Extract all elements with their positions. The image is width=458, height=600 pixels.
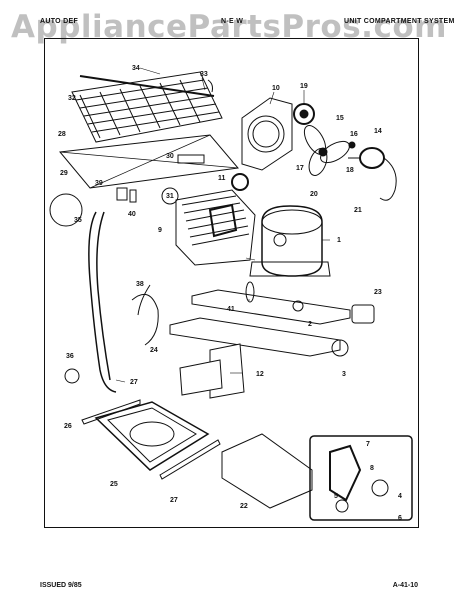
mounting-plate [59,134,239,189]
label-29: 29 [60,170,68,177]
compressor-base-rails [169,289,351,399]
label-27: 27 [130,379,138,386]
wire-harness [131,293,159,346]
part-23 [351,304,375,324]
drain-pan [81,399,221,480]
detail-circle-35 [49,193,83,227]
label-12: 12 [256,371,264,378]
label-22: 22 [240,503,248,510]
grommet-2 [292,300,304,312]
label-11: 11 [218,175,226,182]
label-33: 33 [200,71,208,78]
label-35: 35 [74,217,82,224]
header-model: N-E W [221,18,244,25]
label-38: 38 [136,281,144,288]
label-17: 17 [296,165,304,172]
label-32: 32 [68,95,76,102]
part-3 [331,339,349,357]
label-15: 15 [336,115,344,122]
header-section-title: UNIT COMPARTMENT SYSTEM [344,18,455,25]
overload-relay [161,187,179,205]
grommet-39 [116,187,128,201]
grommet [64,368,80,384]
label-3: 3 [342,371,346,378]
label-39: 39 [95,180,103,187]
label-36: 36 [66,353,74,360]
label-18: 18 [346,167,354,174]
clip-40 [129,189,137,203]
label-30: 30 [166,153,174,160]
fan-blade [303,125,350,176]
label-41: 41 [227,306,235,313]
label-26: 26 [64,423,72,430]
label-34: 34 [132,65,140,72]
evaporator [175,189,256,266]
header-category: AUTO DEF [40,18,79,25]
diagram-frame [44,38,419,528]
label-40: 40 [128,211,136,218]
label-23: 23 [374,289,382,296]
label-31: 31 [166,193,174,200]
label-24: 24 [150,347,158,354]
label-9: 9 [158,227,162,234]
detail-box [309,435,413,521]
condenser-fan-motor [348,147,397,201]
filter-drier [177,154,205,164]
label-14: 14 [374,128,382,135]
label-20: 20 [310,191,318,198]
part-41 [245,281,255,303]
label-16: 16 [350,131,358,138]
label-27b: 27 [170,497,178,504]
compressor [249,205,331,277]
label-21: 21 [354,207,362,214]
condenser-coil [71,71,223,143]
label-25: 25 [110,481,118,488]
page-code: A-41-10 [392,582,418,589]
label-7: 7 [366,441,370,448]
label-4: 4 [398,493,402,500]
label-2: 2 [308,321,312,328]
access-panel [221,433,313,509]
fan-shroud [241,97,293,171]
label-8: 8 [370,465,374,472]
label-28: 28 [58,131,66,138]
issued-date: ISSUED 9/85 [40,582,82,589]
relay [231,173,249,191]
label-1: 1 [337,237,341,244]
label-6: 6 [398,515,402,522]
part-labels: 34 33 32 28 10 19 15 16 14 30 29 31 11 1… [58,65,402,522]
label-5: 5 [334,493,338,500]
tubing [88,211,117,393]
label-19: 19 [300,83,308,90]
label-10: 10 [272,85,280,92]
